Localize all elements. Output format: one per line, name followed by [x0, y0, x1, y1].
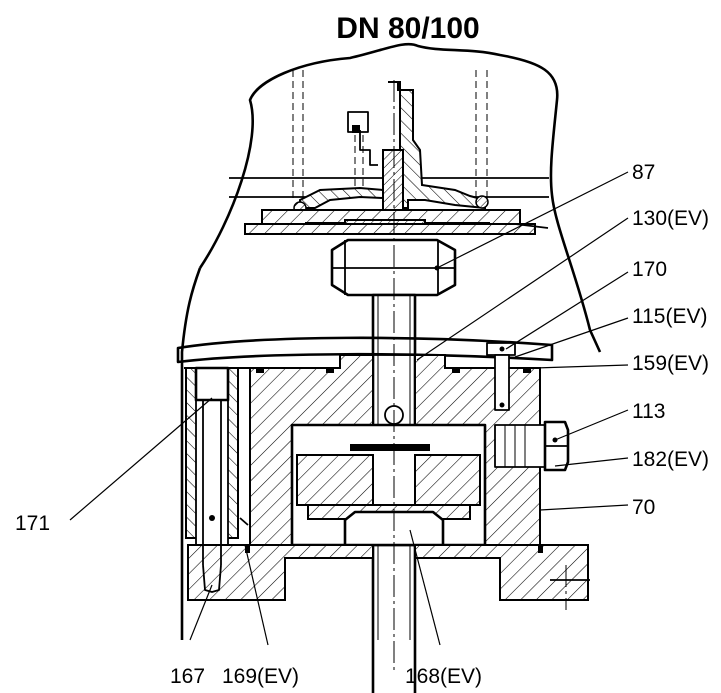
- part-labels: 87 130(EV) 170 115(EV) 159(EV) 113 182(E…: [15, 161, 709, 688]
- piston: [290, 423, 487, 547]
- diaphragm-assembly: [244, 81, 549, 235]
- label-168: 168(EV): [405, 665, 482, 688]
- seal-markers: [245, 368, 543, 553]
- label-169: 169(EV): [222, 665, 299, 688]
- screw-171: [194, 366, 249, 593]
- label-167: 167: [170, 665, 205, 688]
- label-113: 113: [632, 400, 665, 423]
- hidden-lines: [292, 70, 488, 200]
- label-171: 171: [15, 512, 50, 535]
- label-170: 170: [632, 258, 667, 281]
- base-flange: [187, 544, 590, 610]
- cover-plate: [176, 336, 554, 364]
- drawing-title: DN 80/100: [336, 12, 479, 45]
- label-115: 115(EV): [632, 305, 707, 328]
- label-87: 87: [632, 161, 655, 184]
- label-70: 70: [632, 496, 655, 519]
- screw-170: [486, 342, 516, 411]
- plug-113: [494, 420, 570, 472]
- nut-87: [330, 238, 457, 297]
- label-130: 130(EV): [632, 207, 709, 230]
- label-159: 159(EV): [632, 352, 709, 375]
- label-182: 182(EV): [632, 448, 709, 471]
- leader-lines: [69, 171, 629, 646]
